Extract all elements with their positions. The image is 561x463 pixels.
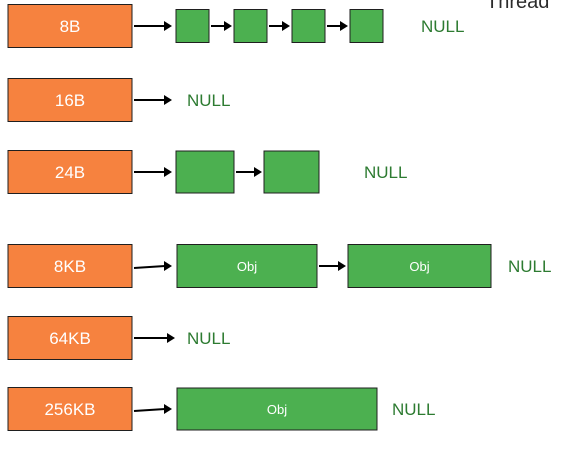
size-class-label: 24B [55,163,85,182]
free-list-node [176,387,378,431]
free-list-node [349,9,384,43]
size-class-label: 64KB [49,329,91,348]
size-class-row: 16B NULL [7,78,230,122]
size-class-row: 24B NULL [7,150,407,194]
size-class-label: 8KB [54,257,86,276]
size-class-row: 256KB Obj NULL [7,387,435,431]
thread-title: Thread [486,0,549,13]
null-terminator-label: NULL [364,163,407,182]
pointer-arrow [134,167,172,177]
null-terminator-label: NULL [392,400,435,419]
size-class-box [7,316,133,360]
next-pointer-arrow [327,21,348,31]
pointer-arrow [133,261,172,271]
size-class-box [7,387,133,431]
size-class-label: 16B [55,91,85,110]
size-class-box [7,4,133,48]
null-terminator-label: NULL [421,17,464,36]
null-terminator-label: NULL [187,91,230,110]
size-class-label: 256KB [44,400,95,419]
free-list-node [263,150,320,194]
null-terminator-label: NULL [508,257,551,276]
size-class-row: 8B NULL [7,4,464,48]
size-class-box [7,244,133,288]
null-terminator-label: NULL [187,329,230,348]
free-list-node [291,9,326,43]
next-pointer-arrow [236,167,262,177]
pointer-arrow [133,404,172,414]
size-class-label: 8B [60,17,81,36]
size-class-box [7,78,133,122]
free-list-node [347,244,492,288]
next-pointer-arrow [269,21,290,31]
next-pointer-arrow [211,21,232,31]
free-list-node-label: Obj [237,259,257,274]
pointer-arrow [134,333,175,343]
pointer-arrow [134,21,172,31]
free-list-node [175,9,210,43]
next-pointer-arrow [319,261,346,271]
free-list-node [233,9,268,43]
size-class-row: 64KB NULL [7,316,230,360]
free-list-node-label: Obj [267,402,287,417]
free-list-node [175,150,235,194]
free-list-node-label: Obj [409,259,429,274]
size-class-box [7,150,133,194]
free-list-node [176,244,318,288]
size-class-row: 8KB Obj Obj NULL [7,244,551,288]
pointer-arrow [134,95,172,105]
